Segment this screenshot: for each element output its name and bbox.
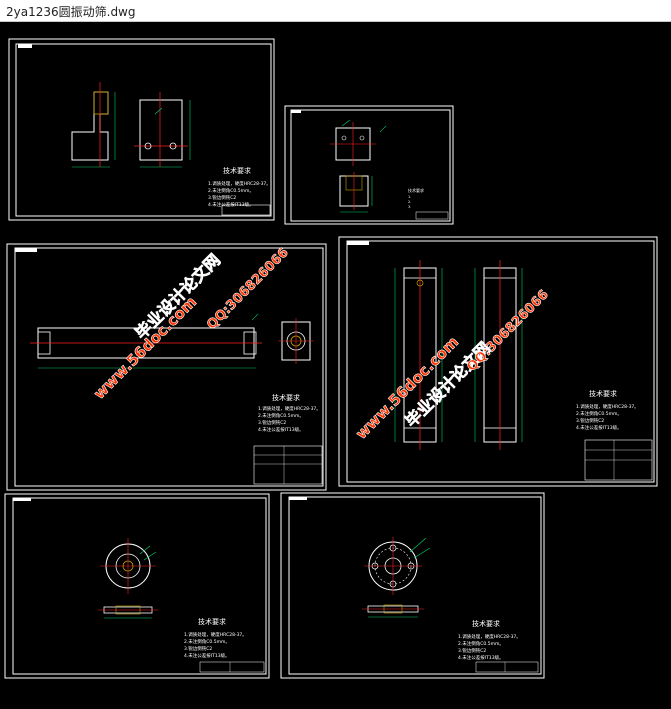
disc-face-view (100, 538, 157, 594)
title-bar: 2ya1236圆振动筛.dwg (0, 0, 671, 22)
svg-text:技术要求: 技术要求 (198, 617, 226, 626)
svg-text:2.未注倒角C0.5mm。: 2.未注倒角C0.5mm。 (458, 640, 504, 647)
cad-drawing: 技术要求 1.调质处理，硬度HRC28-37。 2.未注倒角C0.5mm。 3.… (4, 38, 658, 679)
tech-notes-3: 技术要求 1.调质处理，硬度HRC28-37。 2.未注倒角C0.5mm。 3.… (258, 393, 321, 433)
svg-text:技术要求: 技术要求 (472, 619, 500, 628)
sheet-1[interactable]: 技术要求 1.调质处理，硬度HRC28-37。 2.未注倒角C0.5mm。 3.… (8, 38, 275, 221)
svg-text:4.未注公差按IT13级。: 4.未注公差按IT13级。 (458, 654, 504, 661)
title-block-3 (253, 445, 323, 485)
svg-text:1.调质处理，硬度HRC28-37。: 1.调质处理，硬度HRC28-37。 (258, 405, 321, 412)
svg-text:3.锐边倒钝C2: 3.锐边倒钝C2 (208, 194, 236, 201)
column-view-1 (394, 260, 443, 450)
part-section-view (339, 172, 373, 213)
part-top-view (330, 119, 387, 166)
part-front-view (134, 92, 191, 168)
tech-notes-4: 技术要求 1.调质处理，硬度HRC28-37。 2.未注倒角C0.5mm。 3.… (576, 389, 639, 431)
svg-text:2.未注倒角C0.5mm。: 2.未注倒角C0.5mm。 (258, 412, 304, 419)
svg-text:2.未注倒角C0.5mm。: 2.未注倒角C0.5mm。 (208, 187, 254, 194)
title-block-6 (475, 661, 539, 673)
watermark-site-1: www.56doc.com (90, 293, 200, 403)
part-side-view (71, 82, 116, 168)
svg-text:4.未注公差按IT13级。: 4.未注公差按IT13级。 (576, 424, 622, 431)
tech-notes-5: 技术要求 1.调质处理，硬度HRC28-37。 2.未注倒角C0.5mm。 3.… (184, 617, 247, 659)
title-block-5 (199, 661, 265, 673)
sheet-2[interactable]: 技术要求 1. 2. 3. (284, 105, 454, 225)
svg-text:2.未注倒角C0.5mm。: 2.未注倒角C0.5mm。 (576, 410, 622, 417)
svg-text:技术要求: 技术要求 (272, 393, 300, 402)
watermark-qq-2: QQ:306826066 (464, 287, 551, 374)
watermark-left: www.56doc.com 毕业设计论文网 QQ:306826066 (90, 245, 292, 403)
svg-text:4.未注公差按IT13级。: 4.未注公差按IT13级。 (184, 652, 230, 659)
svg-text:3.锐边倒钝C2: 3.锐边倒钝C2 (576, 417, 604, 424)
flange-side-view (362, 604, 424, 618)
sheet-5[interactable]: 技术要求 1.调质处理，硬度HRC28-37。 2.未注倒角C0.5mm。 3.… (4, 493, 270, 679)
sheet-4[interactable]: 技术要求 1.调质处理，硬度HRC28-37。 2.未注倒角C0.5mm。 3.… (338, 236, 658, 487)
disc-side-view (98, 605, 158, 619)
svg-text:4.未注公差按IT13级。: 4.未注公差按IT13级。 (258, 426, 304, 433)
svg-text:1.调质处理，硬度HRC28-37。: 1.调质处理，硬度HRC28-37。 (208, 180, 271, 187)
window-title: 2ya1236圆振动筛.dwg (6, 5, 136, 19)
svg-text:3.锐边倒钝C2: 3.锐边倒钝C2 (458, 647, 486, 654)
svg-text:3.锐边倒钝C2: 3.锐边倒钝C2 (258, 419, 286, 426)
drawing-canvas[interactable]: 技术要求 1.调质处理，硬度HRC28-37。 2.未注倒角C0.5mm。 3.… (0, 22, 671, 705)
tech-notes-1: 技术要求 1.调质处理，硬度HRC28-37。 2.未注倒角C0.5mm。 3.… (208, 166, 271, 208)
svg-text:1.调质处理，硬度HRC28-37。: 1.调质处理，硬度HRC28-37。 (576, 403, 639, 410)
sheet-6[interactable]: 技术要求 1.调质处理，硬度HRC28-37。 2.未注倒角C0.5mm。 3.… (280, 492, 545, 679)
tech-notes-6: 技术要求 1.调质处理，硬度HRC28-37。 2.未注倒角C0.5mm。 3.… (458, 619, 521, 661)
sheet-3[interactable]: 技术要求 1.调质处理，硬度HRC28-37。 2.未注倒角C0.5mm。 3.… (6, 243, 327, 491)
svg-text:技术要求: 技术要求 (408, 187, 424, 193)
column-view-2 (474, 260, 523, 450)
svg-text:3.: 3. (408, 205, 411, 209)
svg-text:2.: 2. (408, 200, 411, 204)
title-block-4 (584, 439, 653, 481)
svg-text:4.未注公差按IT13级。: 4.未注公差按IT13级。 (208, 201, 254, 208)
shaft-end-view (278, 318, 314, 364)
svg-text:技术要求: 技术要求 (223, 166, 251, 175)
svg-text:3.锐边倒钝C2: 3.锐边倒钝C2 (184, 645, 212, 652)
svg-text:1.调质处理，硬度HRC28-37。: 1.调质处理，硬度HRC28-37。 (184, 631, 247, 638)
flange-face-view (364, 537, 431, 595)
tech-notes-2: 技术要求 1. 2. 3. (408, 187, 424, 209)
shaft-view (30, 313, 262, 369)
svg-text:2.未注倒角C0.5mm。: 2.未注倒角C0.5mm。 (184, 638, 230, 645)
svg-text:技术要求: 技术要求 (589, 389, 617, 398)
svg-text:1.: 1. (408, 195, 411, 199)
svg-text:1.调质处理，硬度HRC28-37。: 1.调质处理，硬度HRC28-37。 (458, 633, 521, 640)
